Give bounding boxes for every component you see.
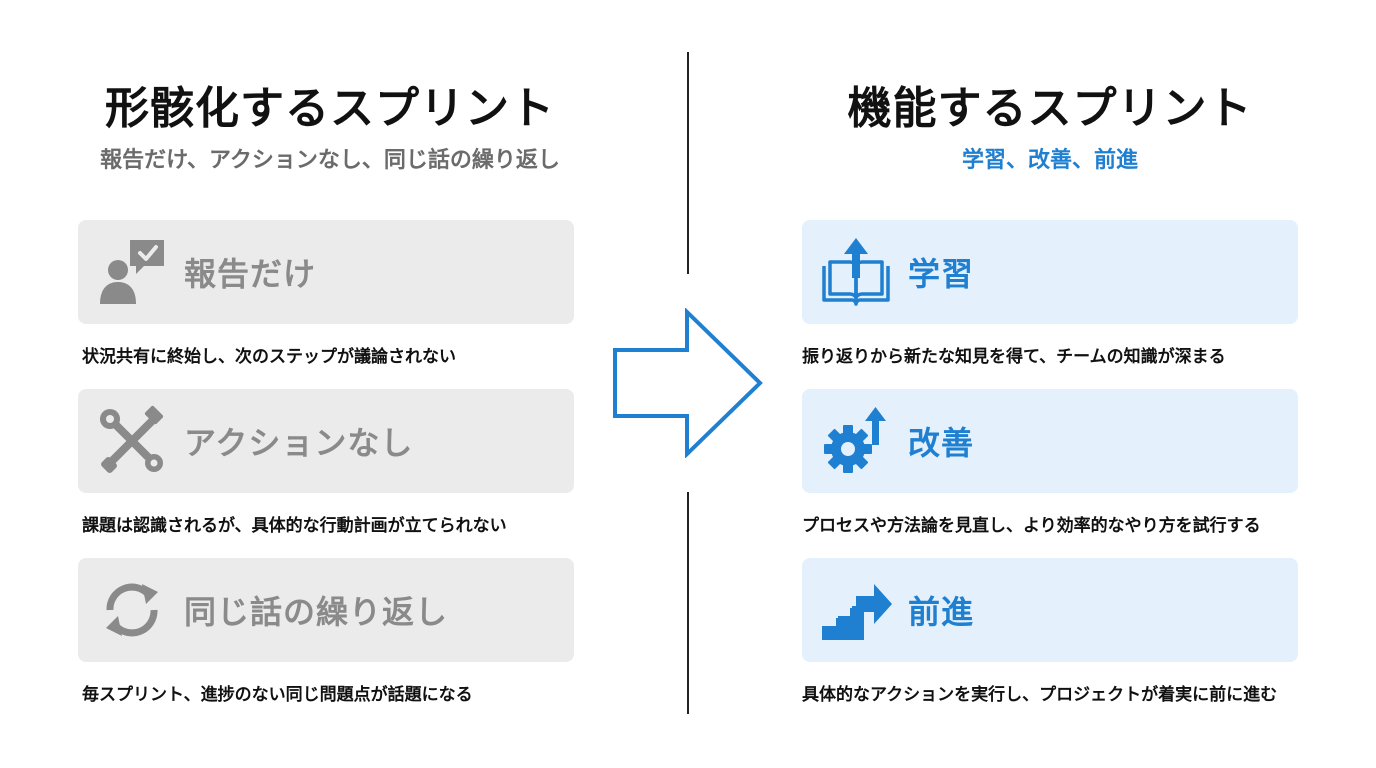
right-subtitle: 学習、改善、前進 <box>961 148 1138 173</box>
right-arrow-icon <box>612 307 764 462</box>
right-card-description: プロセスや方法論を見直し、より効率的なやり方を試行する <box>802 516 1261 536</box>
right-card-description: 具体的なアクションを実行し、プロジェクトが着実に前に進む <box>802 685 1278 705</box>
book-upload-icon <box>820 236 892 308</box>
right-card-learning: 学習 <box>802 220 1298 324</box>
left-card-label: 同じ話の繰り返し <box>184 593 449 631</box>
left-title: 形骸化するスプリント <box>105 83 555 134</box>
right-card-label: 学習 <box>908 255 975 293</box>
left-card-description: 課題は認識されるが、具体的な行動計画が立てられない <box>82 516 507 536</box>
right-card-label: 改善 <box>908 424 975 462</box>
left-card-repetition: 同じ話の繰り返し <box>78 558 574 662</box>
right-card-improvement: 改善 <box>802 389 1298 493</box>
left-card-label: アクションなし <box>184 424 414 462</box>
center-divider-top <box>687 52 689 274</box>
left-subtitle: 報告だけ、アクションなし、同じ話の繰り返し <box>100 148 560 173</box>
left-card-report-only: 報告だけ <box>78 220 574 324</box>
right-card-label: 前進 <box>908 593 975 631</box>
gear-up-arrow-icon <box>820 405 892 477</box>
right-title: 機能するスプリント <box>847 83 1253 134</box>
left-card-label: 報告だけ <box>184 255 317 293</box>
left-card-no-action: アクションなし <box>78 389 574 493</box>
right-card-progress: 前進 <box>802 558 1298 662</box>
crossed-tools-icon <box>96 405 168 477</box>
person-chat-check-icon <box>96 236 168 308</box>
center-divider-bottom <box>687 492 689 714</box>
cycle-arrows-icon <box>96 574 168 646</box>
stairs-arrow-icon <box>820 574 892 646</box>
left-card-description: 状況共有に終始し、次のステップが議論されない <box>82 347 456 367</box>
left-card-description: 毎スプリント、進捗のない同じ問題点が話題になる <box>82 685 473 705</box>
right-card-description: 振り返りから新たな知見を得て、チームの知識が深まる <box>802 347 1226 367</box>
